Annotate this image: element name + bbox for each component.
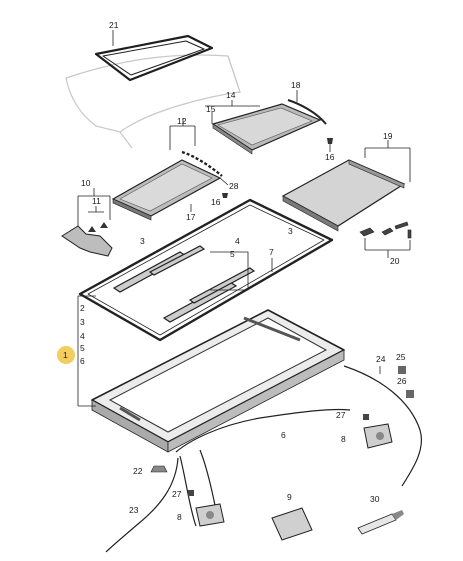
bracket-2-6	[77, 295, 96, 407]
car-roof-outline	[65, 54, 241, 149]
part-25-clip	[398, 366, 406, 374]
part-4-5-rails	[112, 245, 256, 323]
bracket-11	[88, 206, 104, 213]
label-14: 14	[226, 90, 236, 100]
part-12-front-glass	[111, 150, 223, 221]
part-26-clip	[406, 390, 414, 398]
part-19-rear-panel	[281, 159, 406, 232]
label-28: 28	[229, 181, 239, 191]
bracket-4-5	[210, 251, 249, 291]
label-6b: 6	[281, 430, 286, 440]
label-21: 21	[109, 20, 119, 30]
label-12: 12	[177, 116, 187, 126]
part-30-grease-tube	[357, 510, 404, 535]
label-17: 17	[186, 212, 196, 222]
part-22-grommet	[150, 465, 168, 473]
part-1-highlight-marker	[57, 346, 75, 364]
label-20: 20	[390, 256, 400, 266]
label-18: 18	[291, 80, 301, 90]
label-11: 11	[92, 196, 101, 206]
label-5: 5	[80, 343, 85, 353]
label-27b: 27	[172, 489, 182, 499]
part-8-motor-b	[195, 503, 225, 527]
part-21-seal-frame	[94, 30, 214, 82]
label-25: 25	[396, 352, 406, 362]
label-3a: 3	[288, 226, 293, 236]
part-16-clip	[327, 138, 333, 152]
part-number-labels: 21 18 14 15 16 12 19 28 16 17 10 11 3 3 …	[63, 20, 407, 522]
label-16a: 16	[325, 152, 335, 162]
label-30: 30	[370, 494, 380, 504]
label-8b: 8	[177, 512, 182, 522]
part-27-screw-b	[188, 490, 194, 496]
part-1-sunroof-frame	[91, 309, 345, 453]
label-23: 23	[129, 505, 139, 515]
label-26: 26	[397, 376, 407, 386]
part-23-hose	[105, 457, 179, 553]
label-7: 7	[269, 247, 274, 257]
label-16b: 16	[211, 197, 221, 207]
label-5b: 5	[230, 249, 235, 259]
part-14-glass-panel	[211, 103, 322, 155]
label-15: 15	[206, 104, 216, 114]
label-24: 24	[376, 354, 386, 364]
label-9: 9	[287, 492, 292, 502]
label-19: 19	[383, 131, 393, 141]
part-24-cable	[343, 365, 422, 487]
label-10: 10	[81, 178, 91, 188]
label-4: 4	[80, 331, 85, 341]
label-3: 3	[80, 317, 85, 327]
part-27-screw-a	[363, 414, 369, 420]
part-18-seal-strip	[287, 90, 327, 125]
label-27a: 27	[336, 410, 346, 420]
part-16-clip-b	[222, 193, 228, 198]
label-6: 6	[80, 356, 85, 366]
bracket-12	[169, 118, 196, 150]
label-4b: 4	[235, 236, 240, 246]
part-9-control-unit	[271, 507, 313, 541]
label-3b: 3	[140, 236, 145, 246]
bracket-10	[77, 188, 111, 226]
part-8-motor-a	[363, 423, 393, 449]
label-8a: 8	[341, 434, 346, 444]
leader-28	[219, 177, 229, 186]
part-20-small-parts	[359, 221, 412, 239]
bracket-19	[364, 140, 411, 182]
part-3-seal-frame	[78, 198, 334, 342]
label-1: 1	[63, 350, 68, 360]
bracket-14	[205, 100, 260, 107]
label-22: 22	[133, 466, 143, 476]
bracket-20	[364, 238, 411, 258]
part-10-deflector	[61, 222, 113, 257]
label-2: 2	[80, 303, 85, 313]
